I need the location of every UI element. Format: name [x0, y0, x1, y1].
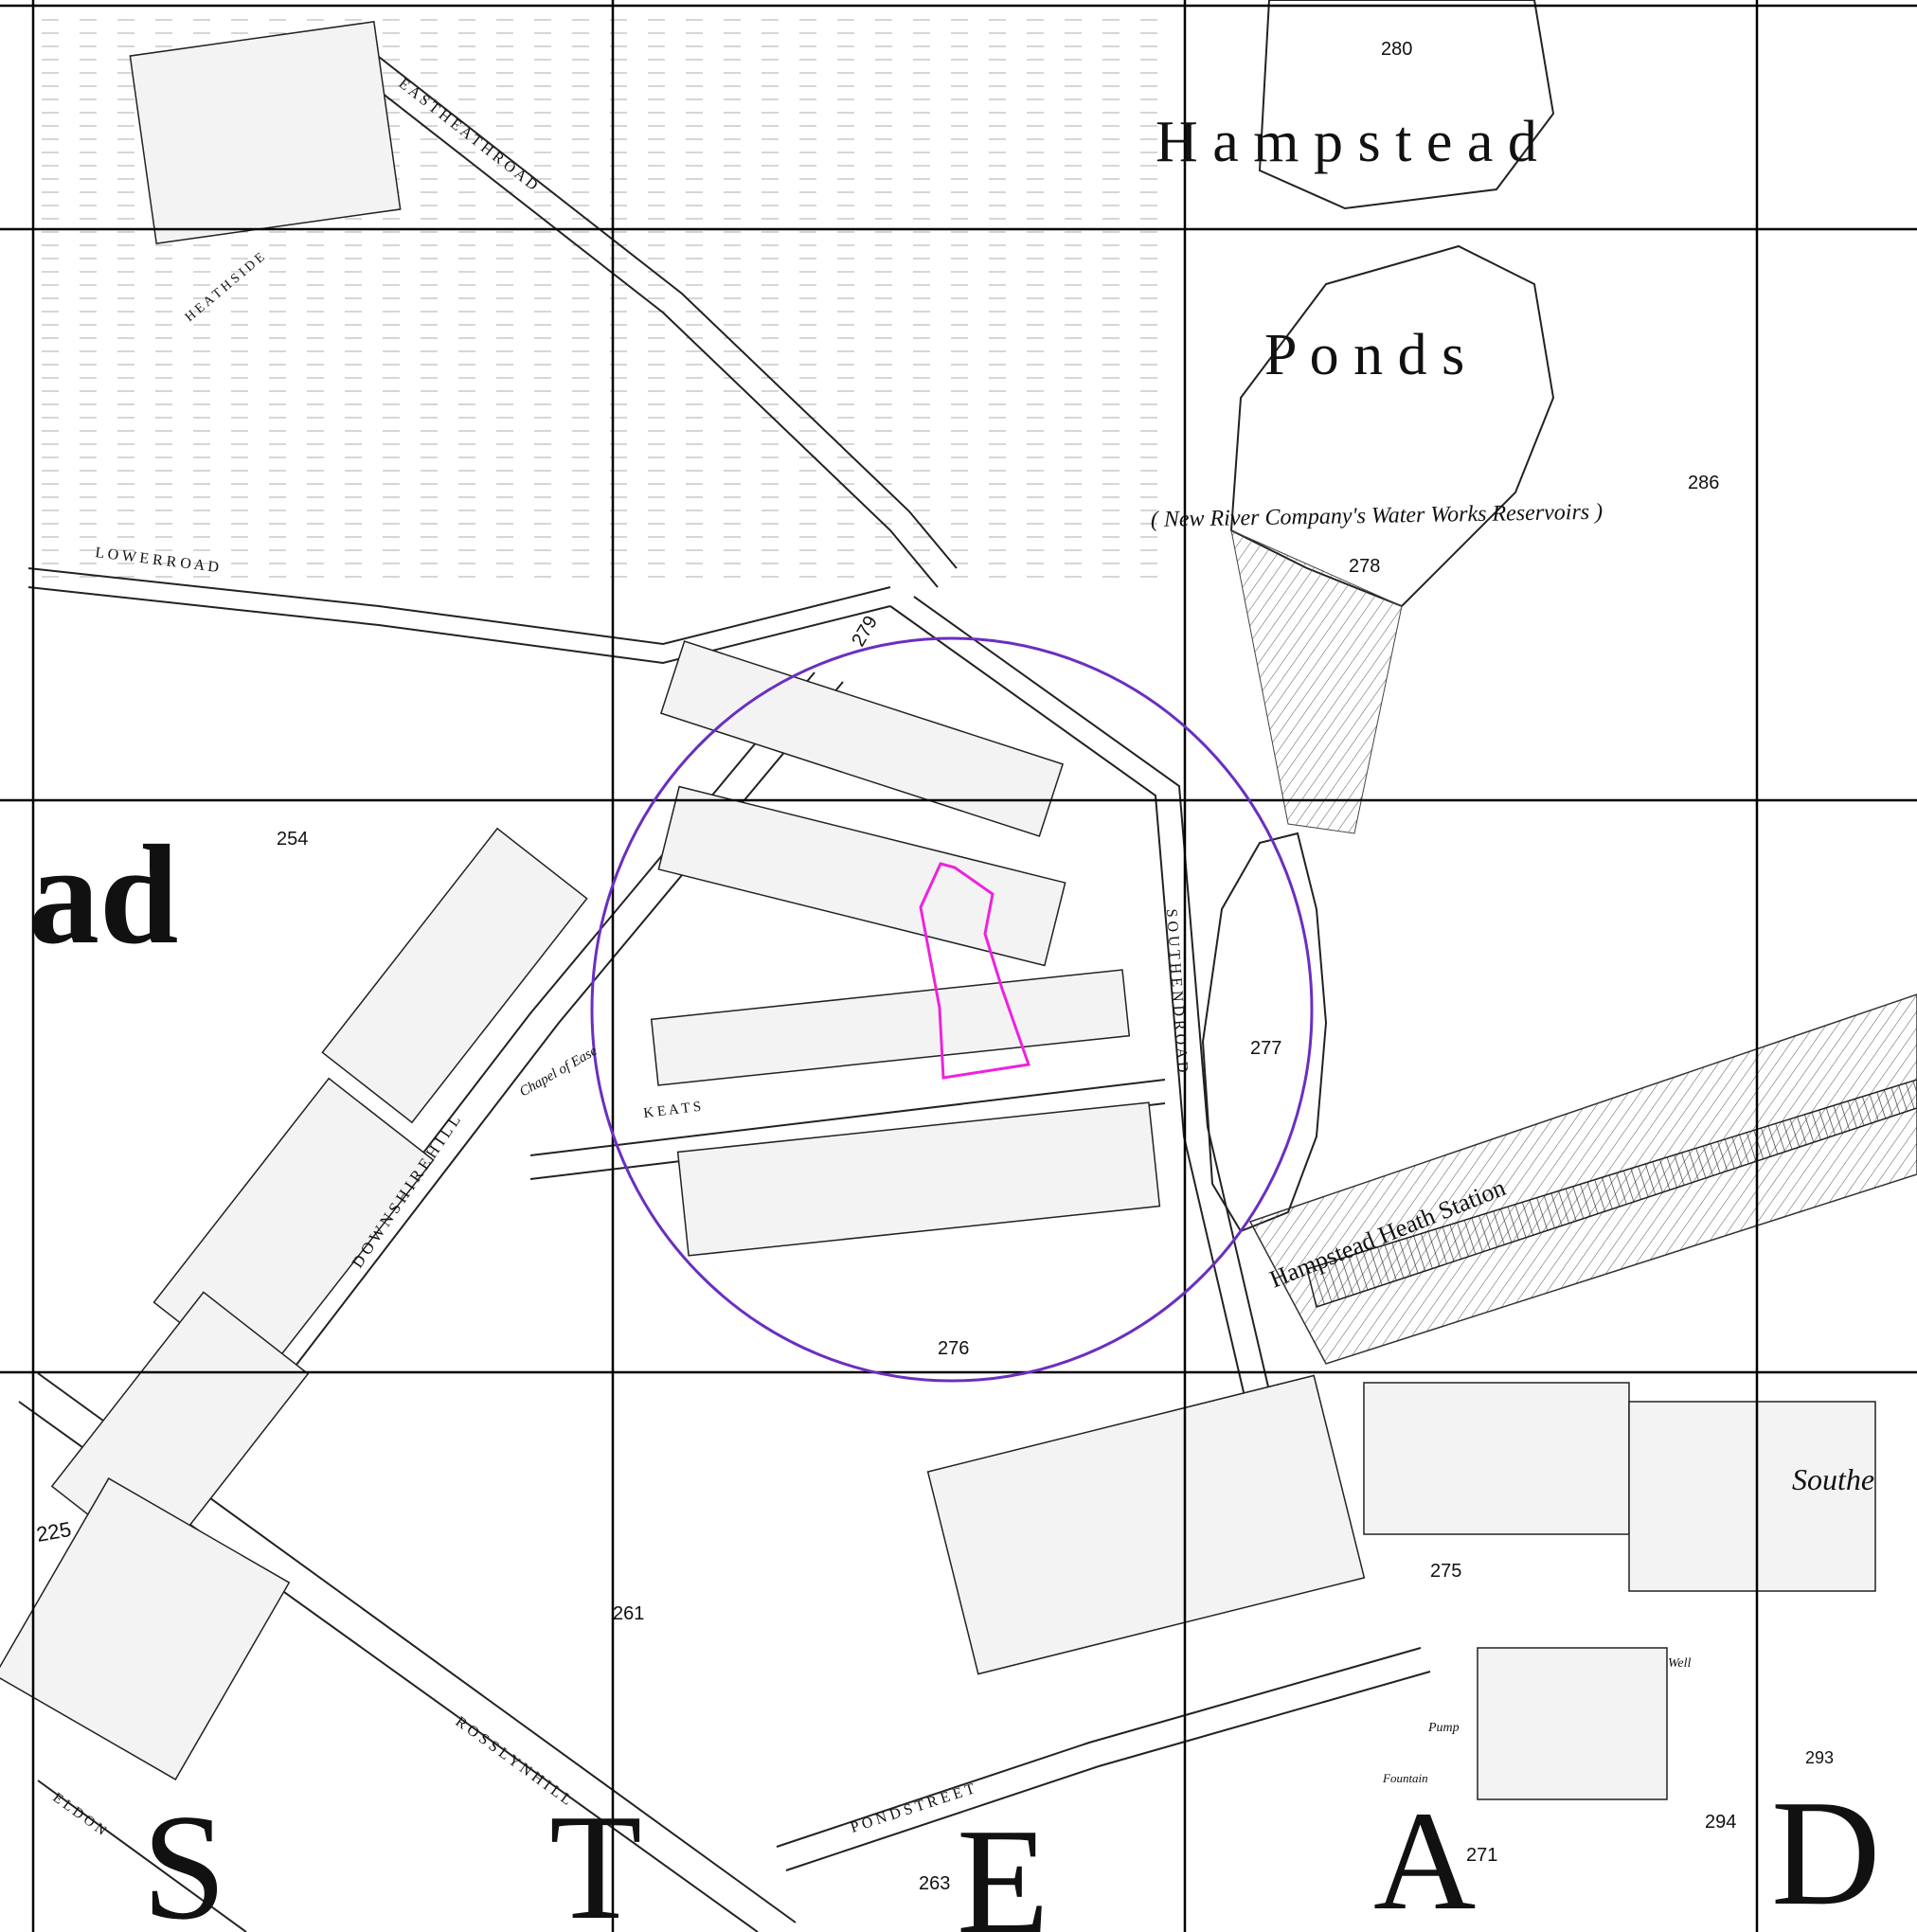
parcel-254: 254	[277, 829, 308, 850]
reservoir-large	[1229, 244, 1555, 608]
parcel-286: 286	[1688, 473, 1719, 493]
parcel-225: 225	[35, 1517, 74, 1547]
parcel-278: 278	[1349, 556, 1380, 577]
label-rosslyn: R O S S L Y N H I L L	[453, 1713, 575, 1808]
label-water-works: ( New River Company's Water Works Reserv…	[1151, 500, 1603, 532]
railway-tracks	[1306, 1079, 1917, 1308]
parcel-277: 277	[1250, 1038, 1281, 1059]
parcel-293: 293	[1805, 1748, 1834, 1767]
study-area-circle	[590, 636, 1314, 1383]
parcel-279: 279	[848, 613, 882, 651]
label-d: D	[1771, 1768, 1881, 1932]
label-southend: Southe	[1792, 1462, 1874, 1496]
parcel-263: 263	[919, 1873, 950, 1894]
lower-road	[27, 567, 891, 646]
reservoir-upper	[1258, 0, 1555, 210]
label-a: A	[1373, 1782, 1476, 1932]
south-end-road	[889, 605, 1251, 1422]
parcel-275: 275	[1430, 1561, 1461, 1582]
label-e: E	[957, 1797, 1049, 1932]
label-eldon: E L D O N	[50, 1790, 109, 1838]
label-chapel: Chapel of Ease	[517, 1044, 600, 1100]
parcel-271: 271	[1466, 1845, 1497, 1866]
railway-cutting	[1248, 993, 1917, 1365]
buildings	[0, 21, 1876, 1800]
label-south-end-road: S O U T H E N D R O A D	[1163, 908, 1191, 1073]
label-hampstead: H a m p s t e a d	[1156, 110, 1537, 174]
railway	[1248, 993, 1917, 1365]
site-outline	[919, 862, 1031, 1080]
parcel-280: 280	[1381, 39, 1412, 60]
parcel-261: 261	[613, 1603, 644, 1624]
eldon-road	[37, 1780, 247, 1932]
east-heath-road	[359, 75, 939, 588]
pond-street	[776, 1647, 1422, 1848]
label-fountain: Fountain	[1382, 1771, 1428, 1785]
label-keats: K E A T S	[643, 1100, 703, 1121]
label-s: S	[142, 1782, 226, 1932]
keats-grove	[529, 1079, 1166, 1156]
label-ad: ad	[28, 816, 178, 974]
parcel-294: 294	[1705, 1812, 1736, 1833]
label-well: Well	[1668, 1656, 1691, 1671]
embankment	[1230, 529, 1403, 834]
label-ponds: P o n d s	[1264, 323, 1464, 387]
ponds	[1201, 0, 1555, 1233]
label-pump: Pump	[1427, 1721, 1460, 1735]
large-lettering: H a m p s t e a d P o n d s ad S T E A D	[28, 110, 1881, 1932]
pond-277	[1201, 832, 1328, 1233]
label-t: T	[549, 1782, 642, 1932]
parcel-276: 276	[938, 1338, 969, 1359]
